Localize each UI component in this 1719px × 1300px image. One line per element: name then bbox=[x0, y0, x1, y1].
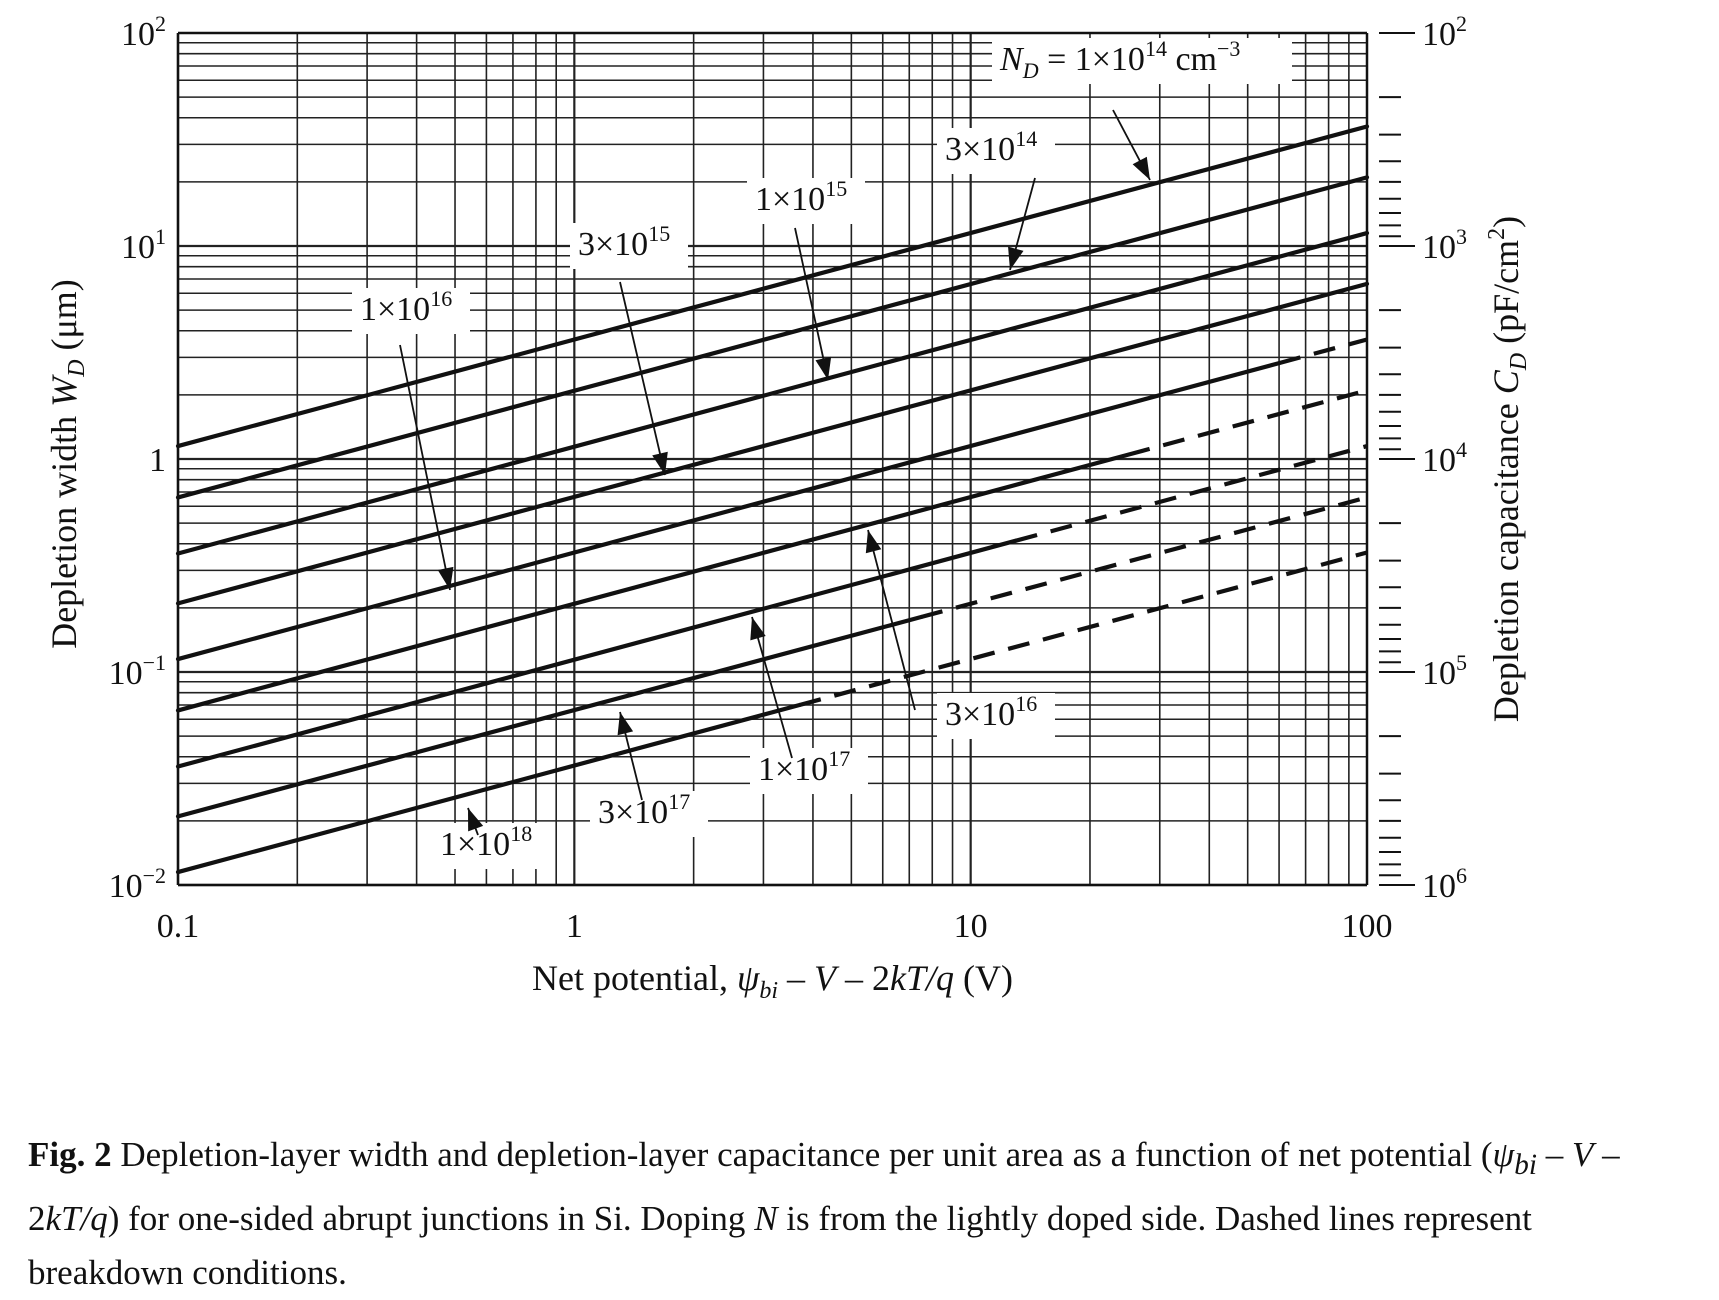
series-line-solid bbox=[175, 124, 1370, 449]
series-line-solid bbox=[175, 230, 1370, 556]
y-axis-label: Depletion width WD (μm) bbox=[44, 279, 90, 649]
doping-annotation: 1×1015 bbox=[755, 176, 847, 218]
y-tick-label: 10−2 bbox=[109, 863, 166, 905]
arrow-head bbox=[1008, 246, 1024, 270]
caption-label: Fig. 2 bbox=[28, 1135, 112, 1174]
caption-v: V bbox=[1571, 1135, 1594, 1174]
series-line-solid bbox=[175, 702, 802, 875]
annotation-bg bbox=[352, 288, 470, 334]
y-right-tick-label: 106 bbox=[1422, 863, 1467, 905]
annotation-arrow bbox=[619, 281, 666, 476]
x-tick-label: 0.1 bbox=[157, 908, 200, 945]
caption-text-1: Depletion-layer width and depletion-laye… bbox=[111, 1135, 1493, 1174]
caption-n: N bbox=[754, 1199, 778, 1238]
axes bbox=[176, 31, 1415, 887]
series-line-breakdown bbox=[1278, 337, 1368, 366]
caption-psi-sub: bi bbox=[1514, 1149, 1537, 1181]
series-line-solid bbox=[175, 361, 1282, 662]
annotation-arrow bbox=[794, 227, 829, 381]
arrow-head bbox=[617, 712, 634, 736]
arrow-head bbox=[652, 451, 668, 475]
y-right-tick-label: 103 bbox=[1422, 224, 1467, 266]
series-line-breakdown bbox=[920, 495, 1368, 620]
doping-annotation: 1×1016 bbox=[360, 286, 452, 328]
series-line-solid bbox=[175, 175, 1370, 500]
x-tick-label: 1 bbox=[566, 908, 583, 945]
series-line-solid bbox=[175, 281, 1370, 606]
y-tick-label: 101 bbox=[121, 224, 166, 266]
annotation-bg bbox=[992, 38, 1292, 84]
arrow-head bbox=[437, 566, 454, 590]
series-lines bbox=[175, 124, 1370, 875]
series-line-solid bbox=[175, 538, 1018, 769]
annotation-bg bbox=[747, 178, 865, 224]
caption-psi: ψ bbox=[1492, 1135, 1515, 1174]
series-line-breakdown bbox=[798, 550, 1368, 708]
doping-annotation: 3×1017 bbox=[598, 789, 690, 831]
arrow-head bbox=[468, 808, 484, 832]
y-right-tick-label: 104 bbox=[1422, 437, 1467, 479]
y-right-axis-label: Depletion capacitance CD (pF/cm2) bbox=[1484, 216, 1532, 722]
arrow-head bbox=[815, 356, 832, 380]
doping-annotation: 3×1014 bbox=[945, 126, 1037, 168]
x-tick-label: 100 bbox=[1342, 908, 1393, 945]
doping-annotation: 3×1015 bbox=[578, 221, 670, 263]
arrow-head bbox=[1132, 156, 1150, 180]
caption-text-2: – bbox=[1536, 1135, 1572, 1174]
doping-annotation: 3×1016 bbox=[945, 691, 1037, 733]
x-axis-label: Net potential, ψbi – V – 2kT/q (V) bbox=[532, 958, 1013, 1004]
annotation-bg bbox=[570, 223, 688, 269]
y-right-tick-label: 105 bbox=[1422, 650, 1467, 692]
arrow-head bbox=[865, 530, 882, 554]
x-tick-label: 10 bbox=[954, 908, 988, 945]
caption-ktq: kT/q bbox=[45, 1199, 108, 1238]
y-tick-label: 10−1 bbox=[109, 650, 166, 692]
axis-labels: Net potential, ψbi – V – 2kT/q (V) Deplet… bbox=[44, 216, 1532, 1004]
doping-annotation: 1×1017 bbox=[758, 746, 850, 788]
figure-caption: Fig. 2 Depletion-layer width and depleti… bbox=[28, 1128, 1693, 1300]
annotation-arrow bbox=[751, 616, 793, 759]
y-tick-label: 102 bbox=[121, 11, 166, 53]
annotation-arrow bbox=[867, 529, 916, 711]
caption-text-3: – 2 bbox=[28, 1135, 1620, 1238]
caption-text-5: is from the lightly doped side. Dashed l… bbox=[28, 1199, 1532, 1292]
doping-annotation: 1×1018 bbox=[440, 821, 532, 863]
annotations: ND = 1×1014 cm−3 3×1014 1×1015 3×1015 1×1016… bbox=[352, 36, 1292, 869]
annotation-arrow bbox=[399, 344, 451, 591]
annotation-bg bbox=[590, 791, 708, 837]
y-right-tick-label: 102 bbox=[1422, 11, 1467, 53]
doping-annotation: ND = 1×1014 cm−3 bbox=[999, 36, 1240, 83]
annotation-bg bbox=[750, 748, 868, 794]
arrow-head bbox=[750, 617, 766, 641]
series-line-solid bbox=[175, 452, 1131, 713]
tick-labels: 0.1 1 10 100 10−2 10−1 1 101 102 102 103 104 105 106 bbox=[109, 11, 1467, 945]
annotation-bg bbox=[937, 693, 1055, 739]
series-line-breakdown bbox=[1127, 388, 1368, 457]
annotation-bg bbox=[432, 823, 550, 869]
y-tick-label: 1 bbox=[149, 442, 166, 479]
annotation-bg bbox=[937, 128, 1055, 174]
series-line-breakdown bbox=[1015, 444, 1368, 543]
series-line-solid bbox=[175, 614, 924, 819]
caption-text-4: ) for one-sided abrupt junctions in Si. … bbox=[107, 1199, 755, 1238]
